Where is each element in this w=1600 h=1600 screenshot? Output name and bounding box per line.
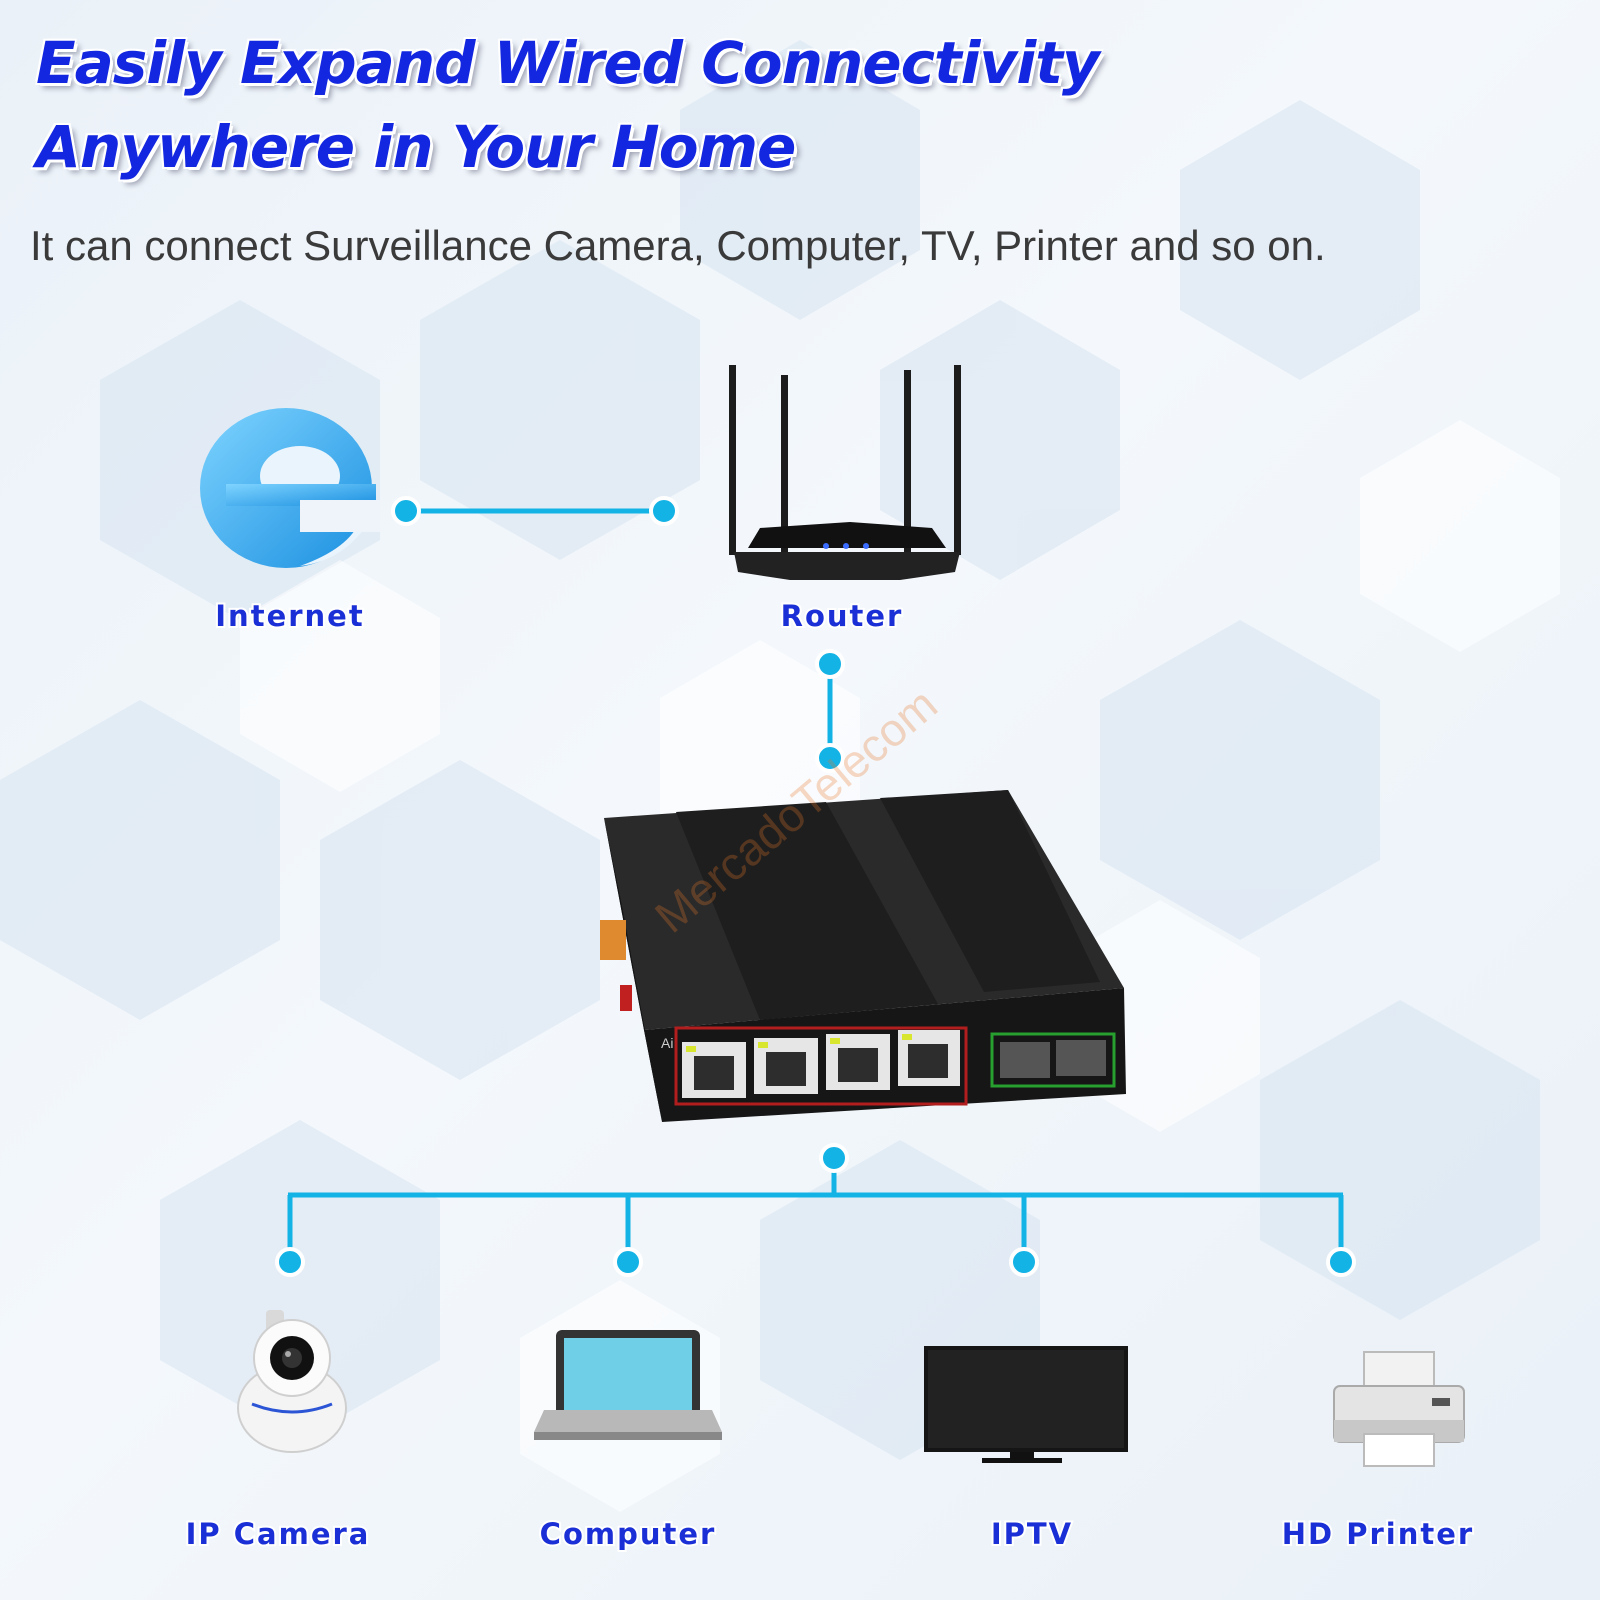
headline-line-1: Easily Expand Wired Connectivity	[36, 29, 1100, 97]
computer-label: Computer	[540, 1517, 717, 1551]
hd-printer-label: HD Printer	[1282, 1517, 1474, 1551]
internet-label: Internet	[215, 599, 364, 633]
ip-camera-icon	[237, 1310, 347, 1453]
connector-internet-router	[391, 496, 679, 526]
connector-switch-devices	[275, 1143, 1356, 1277]
subtitle: It can connect Surveillance Camera, Comp…	[30, 222, 1326, 269]
switch-brand-mark: Ai	[661, 1035, 673, 1051]
tv-icon	[924, 1346, 1128, 1463]
internet-e-icon	[200, 408, 380, 568]
iptv-label: IPTV	[991, 1517, 1073, 1551]
network-switch-icon: Ai	[600, 790, 1126, 1122]
headline-line-2: Anywhere in Your Home	[36, 113, 796, 181]
router-label: Router	[781, 599, 904, 633]
ip-camera-label: IP Camera	[186, 1517, 371, 1551]
laptop-icon	[534, 1330, 722, 1440]
printer-icon	[1333, 1351, 1465, 1467]
connector-router-switch	[815, 649, 845, 773]
router-icon	[729, 365, 961, 580]
